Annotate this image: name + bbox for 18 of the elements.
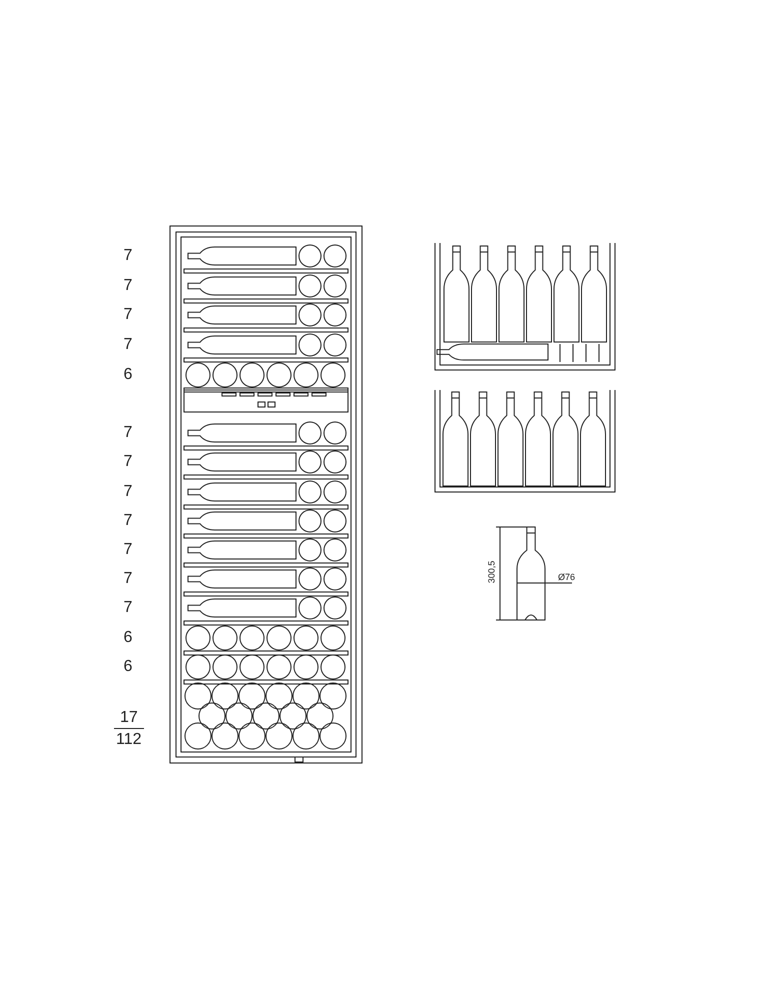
shelf-capacity-number: 7 [124,336,132,354]
shelf-capacity-number: 6 [124,629,132,647]
total-capacity-number: 112 [116,731,142,749]
shelf-capacity-number: 7 [124,424,132,442]
shelf-capacity-number: 7 [124,512,132,530]
shelf-capacity-number: 7 [124,453,132,471]
dimension-label: 300,5 [486,560,496,584]
shelf-capacity-number: 7 [124,483,132,501]
shelf-capacity-number: 7 [124,570,132,588]
dimension-label: Ø76 [558,572,576,582]
shelf-capacity-number: 17 [120,709,138,727]
shelf-capacity-number: 7 [124,541,132,559]
shelf-capacity-number: 6 [124,658,132,676]
shelf-capacity-number: 7 [124,599,132,617]
shelf-capacity-number: 6 [124,366,132,384]
shelf-capacity-number: 7 [124,247,132,265]
shelf-capacity-number: 7 [124,306,132,324]
shelf-capacity-number: 7 [124,277,132,295]
